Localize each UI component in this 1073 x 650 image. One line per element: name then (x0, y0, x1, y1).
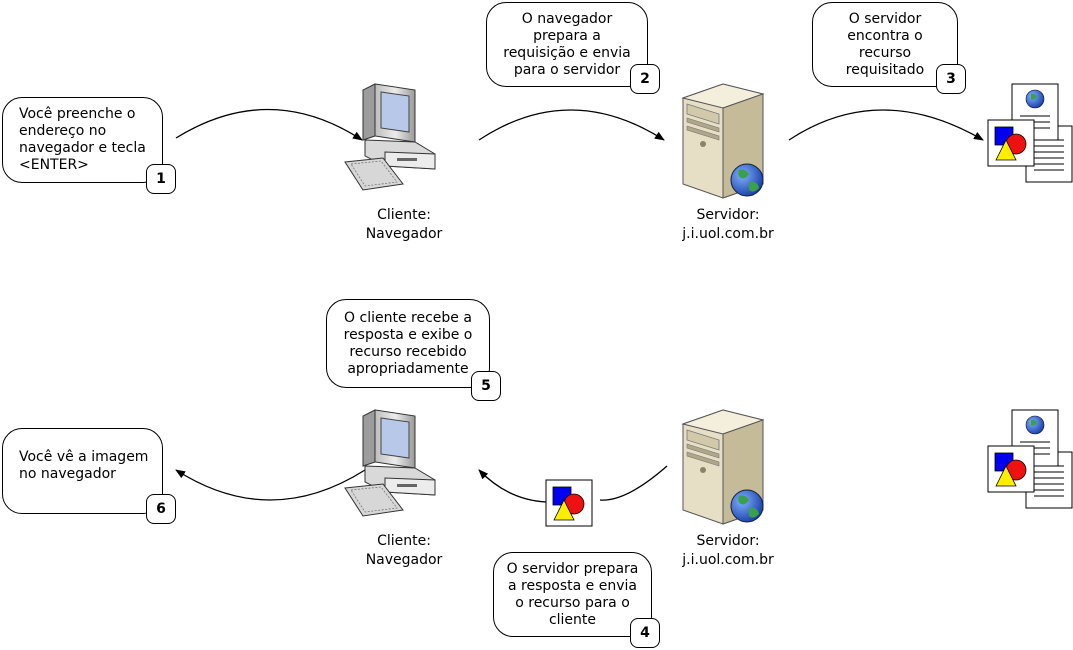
client-caption-line2: Navegador (365, 226, 443, 242)
step-5-bubble: O cliente recebe a resposta e exibe o re… (326, 299, 490, 388)
arrow-server-to-client (599, 465, 668, 501)
step-6-badge: 6 (146, 494, 176, 524)
server-caption-line1: Servidor: (696, 533, 760, 549)
client-caption-line2: Navegador (365, 552, 443, 568)
server-caption-bottom: Servidor: j.i.uol.com.br (663, 532, 793, 570)
step-2-text: O navegador prepara a requisição e envia… (503, 10, 631, 78)
step-4-text: O servidor prepara a resposta e envia o … (506, 560, 639, 628)
server-caption-line2: j.i.uol.com.br (682, 552, 774, 568)
client-caption-line1: Cliente: (377, 533, 431, 549)
step-2-bubble: O navegador prepara a requisição e envia… (486, 2, 648, 87)
step-3-text: O servidor encontra o recurso requisitad… (845, 10, 925, 78)
resources-icon (988, 84, 1072, 182)
client-caption-top: Cliente: Navegador (344, 206, 464, 244)
step-4-badge: 4 (630, 618, 660, 648)
step-2-badge: 2 (630, 64, 660, 94)
server-caption-top: Servidor: j.i.uol.com.br (663, 206, 793, 244)
arrow-step1-to-client (175, 108, 363, 141)
step-5-badge: 5 (471, 371, 501, 401)
client-caption-bottom: Cliente: Navegador (344, 532, 464, 570)
server-icon (682, 409, 764, 525)
step-4-bubble: O servidor prepara a resposta e envia o … (493, 552, 652, 637)
step-1-text: Você preenche o endereço no navegador e … (19, 106, 146, 173)
step-1-badge: 1 (146, 164, 176, 194)
step-1-bubble: Você preenche o endereço no navegador e … (2, 97, 163, 183)
server-icon (682, 83, 764, 199)
client-caption-line1: Cliente: (377, 207, 431, 223)
arrow-client-to-server (478, 109, 665, 141)
client-computer-icon (344, 409, 436, 517)
server-caption-line2: j.i.uol.com.br (682, 226, 774, 242)
image-shapes-icon (545, 479, 593, 527)
resources-icon (988, 410, 1072, 508)
arrow-server-to-resources (788, 109, 984, 141)
step-3-bubble: O servidor encontra o recurso requisitad… (812, 2, 958, 87)
step-6-bubble: Você vê a imagem no navegador (2, 428, 163, 514)
step-6-text: Você vê a imagem no navegador (19, 449, 149, 482)
arrow-server-to-client-head (478, 469, 547, 503)
step-5-text: O cliente recebe a resposta e exibe o re… (343, 309, 473, 377)
arrow-client-to-user (175, 469, 366, 501)
server-caption-line1: Servidor: (696, 207, 760, 223)
step-3-badge: 3 (936, 64, 966, 94)
